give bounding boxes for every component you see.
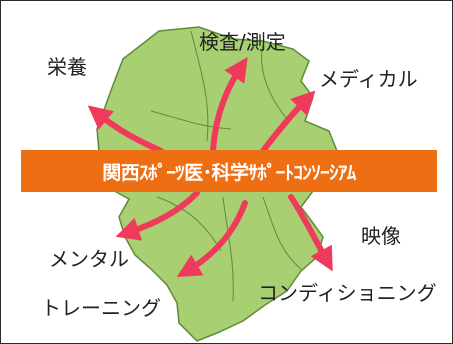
arrow-to-nutrition <box>87 105 164 154</box>
arrow-to-training <box>176 200 248 278</box>
banner-bar <box>21 150 437 192</box>
map-border-line <box>190 30 209 142</box>
label-training: トレーニング <box>41 296 161 320</box>
arrow-to-mental <box>115 190 200 241</box>
arrow-to-video <box>288 194 333 272</box>
label-medical: メディカル <box>319 67 418 91</box>
label-nutrition: 栄養 <box>47 55 87 79</box>
map-border-line <box>261 44 290 122</box>
arrow-to-inspection <box>210 57 248 154</box>
map-border-line <box>150 110 232 130</box>
map-border-line <box>262 196 302 270</box>
label-inspection: 検査/測定 <box>199 30 286 54</box>
map-border-line <box>222 196 234 302</box>
label-video: 映像 <box>361 224 401 248</box>
label-conditioning: コンディショニング <box>258 281 437 305</box>
map-border-line <box>156 196 222 252</box>
consortium-banner-text: 関西ｽﾎﾟｰﾂ医･科学ｻﾎﾟｰﾄｺﾝｿｰｼｱﾑ <box>102 161 356 184</box>
arrow-to-medical <box>260 90 316 154</box>
label-mental: メンタル <box>49 247 129 271</box>
